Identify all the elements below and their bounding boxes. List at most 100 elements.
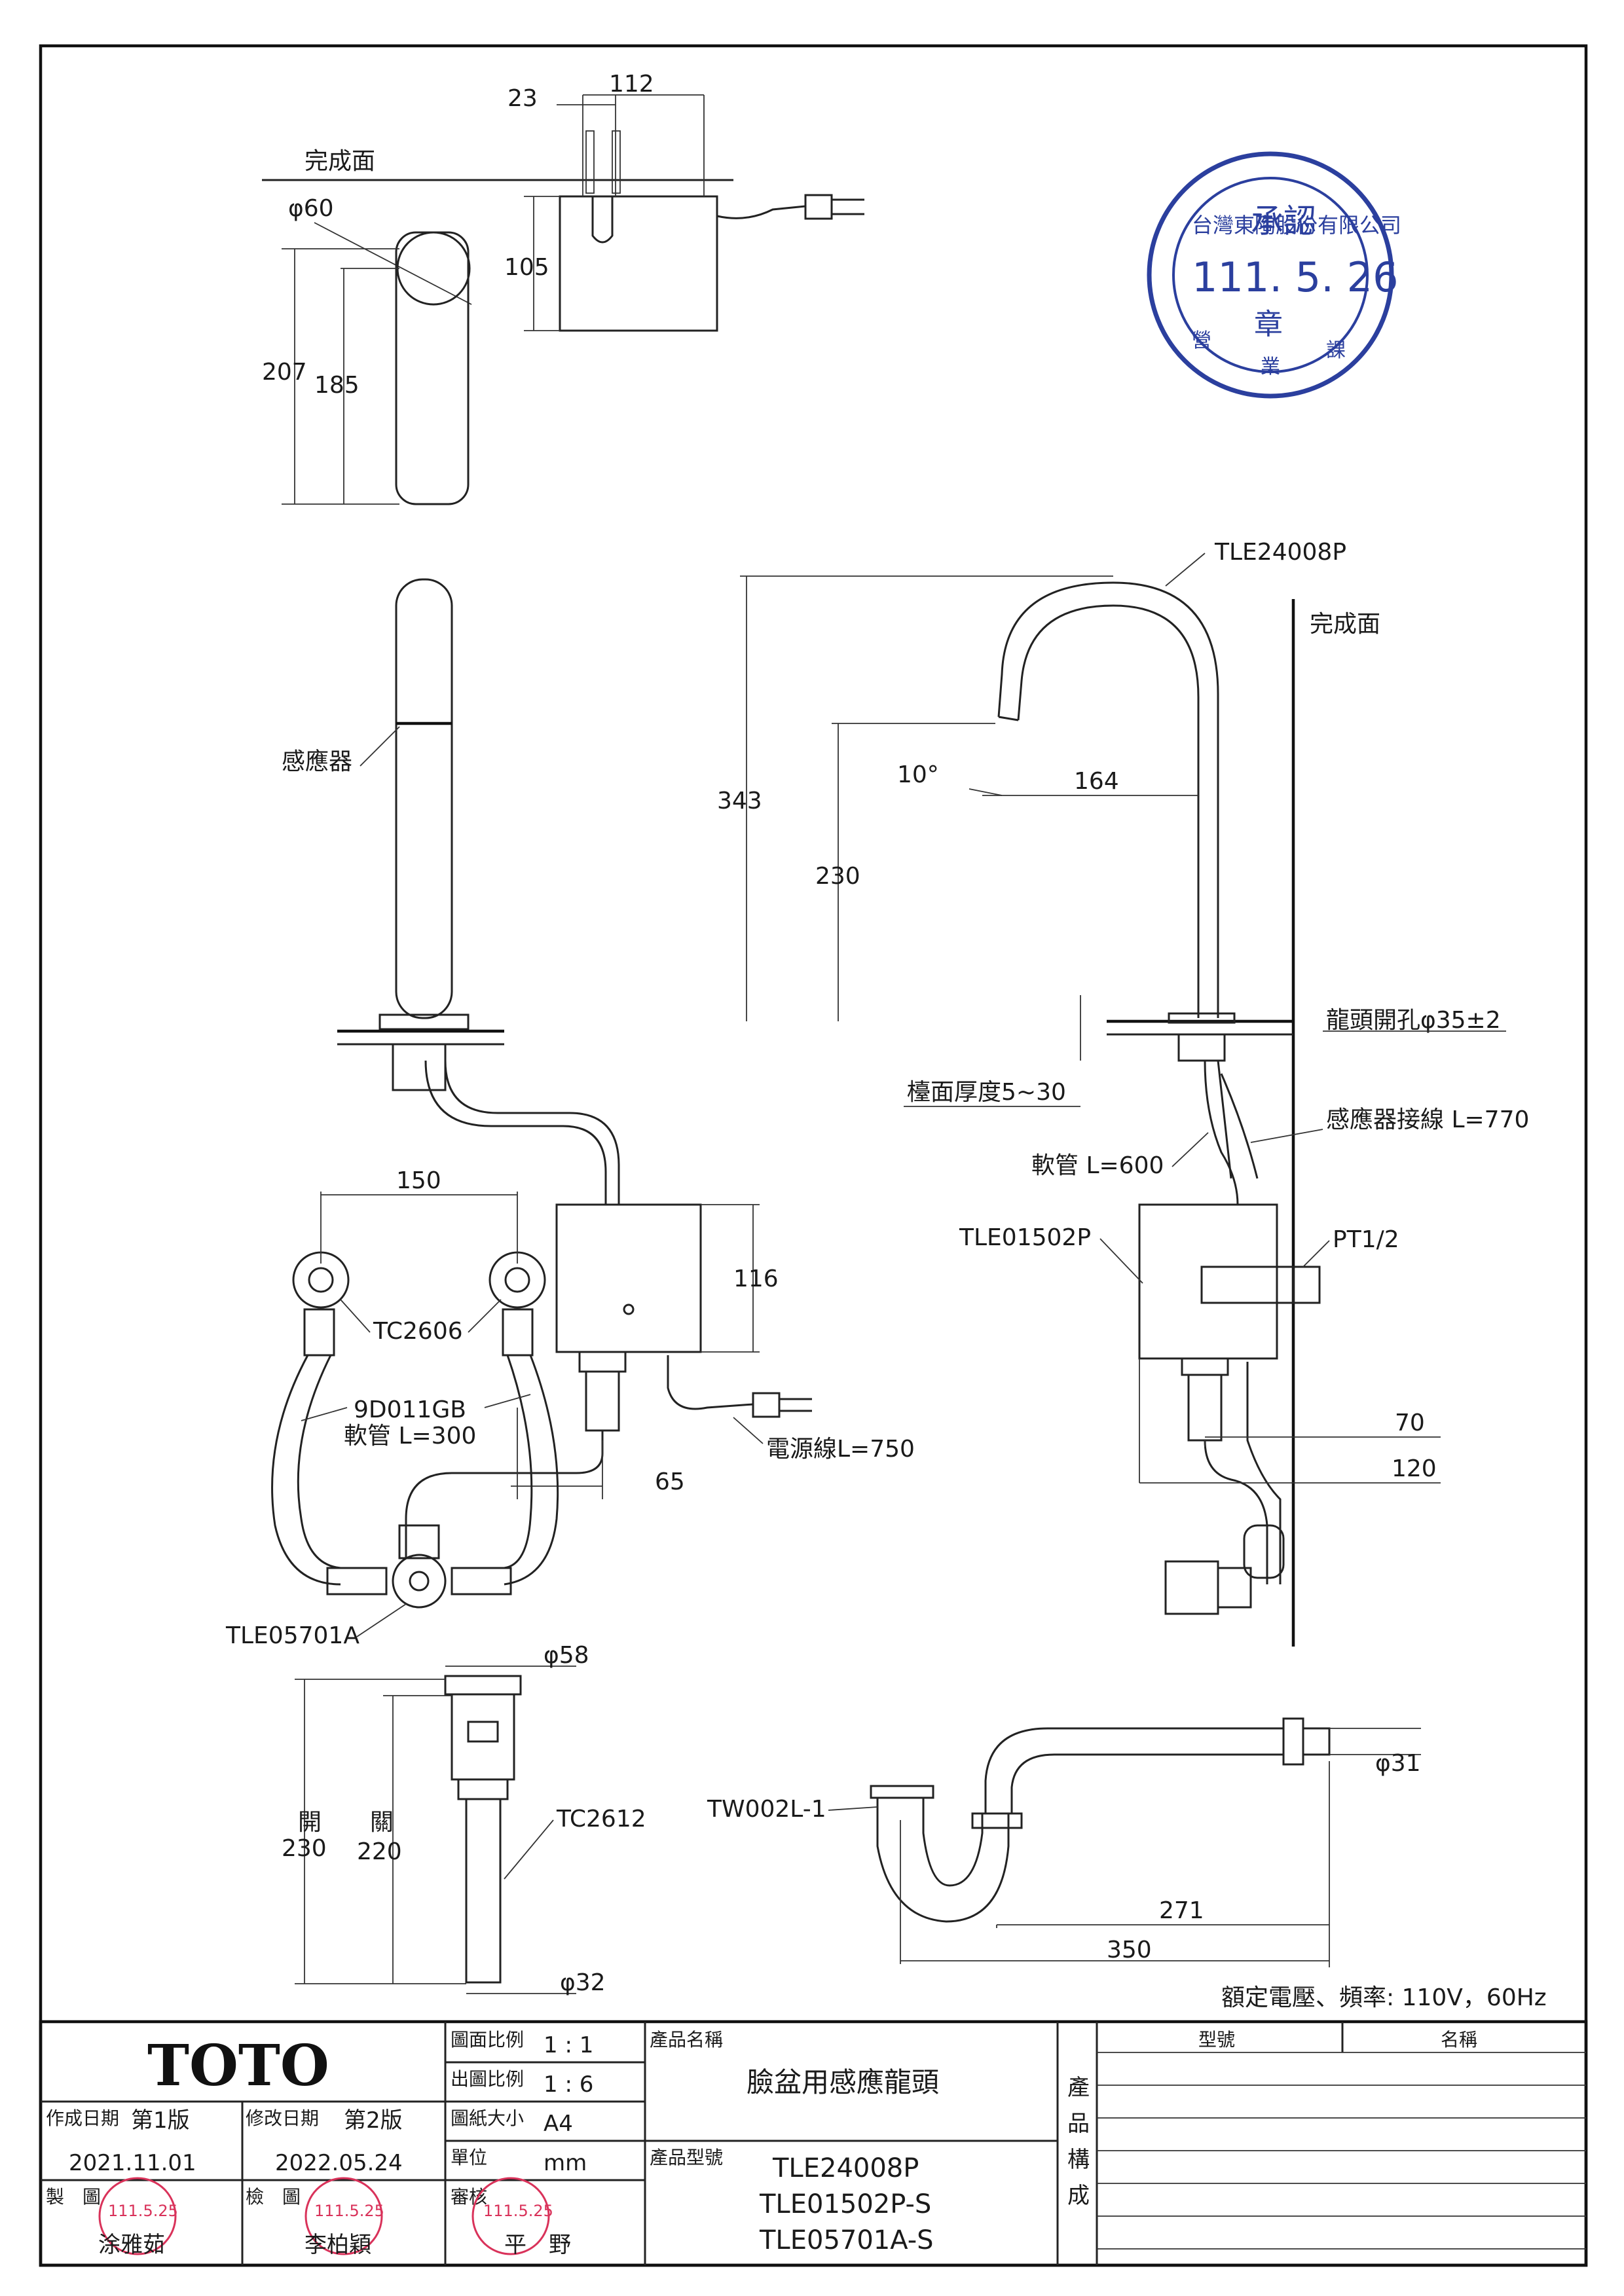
stamp-company: 台灣東陶股份有限公司 [1192, 213, 1401, 238]
side-hose-label: 軟管 L=600 [1031, 1152, 1164, 1179]
dim-70: 70 [1395, 1410, 1425, 1436]
stamp-seal: 章 [1254, 308, 1283, 341]
phi32: φ32 [560, 1969, 606, 1996]
phi60-leader [314, 222, 472, 305]
dim-65: 65 [655, 1468, 685, 1495]
reviewer-name: 平 野 [504, 2232, 571, 2258]
stamp-approved: 承認 [1251, 202, 1316, 240]
revised-label: 修改日期 [246, 2107, 319, 2129]
valve-label: TLE05701A [225, 1622, 360, 1649]
close-label: 關 [370, 1809, 394, 1836]
scale-drawing-label: 圖面比例 [451, 2029, 524, 2050]
power-cord [667, 1355, 754, 1410]
review-seal-date: 111.5.25 [483, 2202, 553, 2220]
drain-cap [444, 1675, 522, 1696]
hose-left [271, 1355, 341, 1586]
version1: 第1版 [131, 2107, 190, 2134]
stamp-dept2: 業 [1261, 355, 1280, 378]
stamp-date: 111. 5. 26 [1192, 253, 1399, 301]
title-block: TOTO 作成日期 第1版 2021.11.01 修改日期 第2版 2022.0… [39, 2020, 1588, 2267]
dim-185: 185 [314, 372, 360, 399]
revised-date: 2022.05.24 [275, 2150, 403, 2176]
side-outlet-pipe [1204, 1440, 1268, 1584]
trap-arm-top [984, 1727, 1283, 1813]
product-model-label: 產品型號 [650, 2147, 723, 2168]
hose-to-box [424, 1060, 607, 1205]
spout-model-label: TLE24008P [1214, 539, 1346, 566]
col-name: 名稱 [1441, 2029, 1477, 2050]
scale-print-label: 出圖比例 [451, 2068, 524, 2090]
version2: 第2版 [344, 2107, 403, 2134]
spout-body-plan [395, 231, 470, 505]
plug-top [804, 194, 833, 220]
model-1: TLE24008P [772, 2153, 919, 2183]
finish-surface-label: 完成面 [304, 148, 375, 175]
dim-343: 343 [717, 788, 762, 814]
paper-label: 圖紙大小 [451, 2107, 524, 2129]
control-box-label: TLE01502P [959, 1224, 1091, 1251]
drain-view: φ58 開 230 關 220 TC2612 φ32 [282, 1642, 646, 1996]
rating-text: 額定電壓、頻率: 110V，60Hz [1221, 1984, 1547, 2011]
checker-label: 檢 圖 [246, 2186, 301, 2208]
mixing-valve [392, 1554, 447, 1609]
front-view: 感應器 116 電源線L=750 65 [225, 578, 915, 1649]
model-2: TLE01502P-S [759, 2189, 931, 2219]
created-label: 作成日期 [46, 2107, 119, 2129]
composition-1: 產 [1067, 2075, 1090, 2101]
created-date: 2021.11.01 [69, 2150, 196, 2176]
phi31: φ31 [1375, 1750, 1421, 1777]
trap-view: φ31 TW002L-1 271 350 [707, 1717, 1421, 1967]
dim-23: 23 [507, 85, 538, 112]
plug [752, 1392, 781, 1418]
stamp-dept1: 營 [1192, 329, 1211, 352]
product-name: 臉盆用感應龍頭 [747, 2066, 939, 2098]
spout-column [395, 578, 453, 1019]
trap-arm-bottom [1010, 1753, 1283, 1813]
hose-code-label: 9D011GB [354, 1396, 466, 1423]
dim-105: 105 [504, 254, 549, 281]
paper-size: A4 [544, 2111, 573, 2137]
control-box-top [559, 195, 718, 332]
spout-top-circle [396, 231, 471, 306]
open-label: 開 [298, 1809, 322, 1836]
checker-seal-date: 111.5.25 [314, 2202, 384, 2220]
side-angle-valve [1164, 1560, 1219, 1615]
phi58: φ58 [544, 1642, 589, 1669]
approval-stamp: 台灣東陶股份有限公司 承認 111. 5. 26 章 營 業 課 [1147, 151, 1401, 399]
side-hose [1204, 1060, 1239, 1205]
side-view: 完成面 TLE24008P 343 230 10° 164 龍頭開孔φ35±2 … [717, 539, 1529, 1647]
tc2606-label: TC2606 [373, 1318, 463, 1345]
top-view: 完成面 φ60 207 185 23 112 105 [262, 71, 864, 505]
close-value: 220 [357, 1838, 402, 1865]
dim-164: 164 [1074, 768, 1119, 795]
dim-150: 150 [396, 1167, 441, 1194]
unit-label: 單位 [451, 2147, 487, 2168]
brand-logo: TOTO [147, 2033, 329, 2099]
stamp-dept3: 課 [1326, 339, 1346, 362]
scale-drawing: 1 : 1 [544, 2032, 593, 2058]
trap-u-inner [922, 1798, 984, 1887]
phi60-label: φ60 [288, 195, 334, 222]
composition-4: 成 [1067, 2183, 1090, 2209]
power-cord-top [716, 205, 806, 219]
hose-len-label: 軟管 L=300 [344, 1423, 476, 1449]
open-value: 230 [282, 1835, 327, 1862]
maker-seal-date: 111.5.25 [108, 2202, 178, 2220]
dim-271: 271 [1159, 1897, 1204, 1924]
col-model: 型號 [1198, 2029, 1235, 2050]
wall-flange [1302, 1727, 1331, 1756]
trap-u-outer [876, 1798, 1010, 1923]
pt-fitting [1200, 1266, 1295, 1304]
unit-value: mm [544, 2150, 587, 2176]
maker-label: 製 圖 [46, 2186, 101, 2208]
sensor-cable-label: 感應器接線 L=770 [1326, 1106, 1529, 1133]
dim-112: 112 [609, 71, 654, 98]
dim-350: 350 [1107, 1937, 1152, 1963]
mixing-hose [405, 1430, 604, 1558]
gooseneck-inner [1017, 604, 1200, 1018]
review-seal [471, 2177, 550, 2255]
checker-name: 李柏穎 [304, 2232, 371, 2258]
hose-right [504, 1355, 559, 1586]
dim-230: 230 [815, 863, 860, 890]
